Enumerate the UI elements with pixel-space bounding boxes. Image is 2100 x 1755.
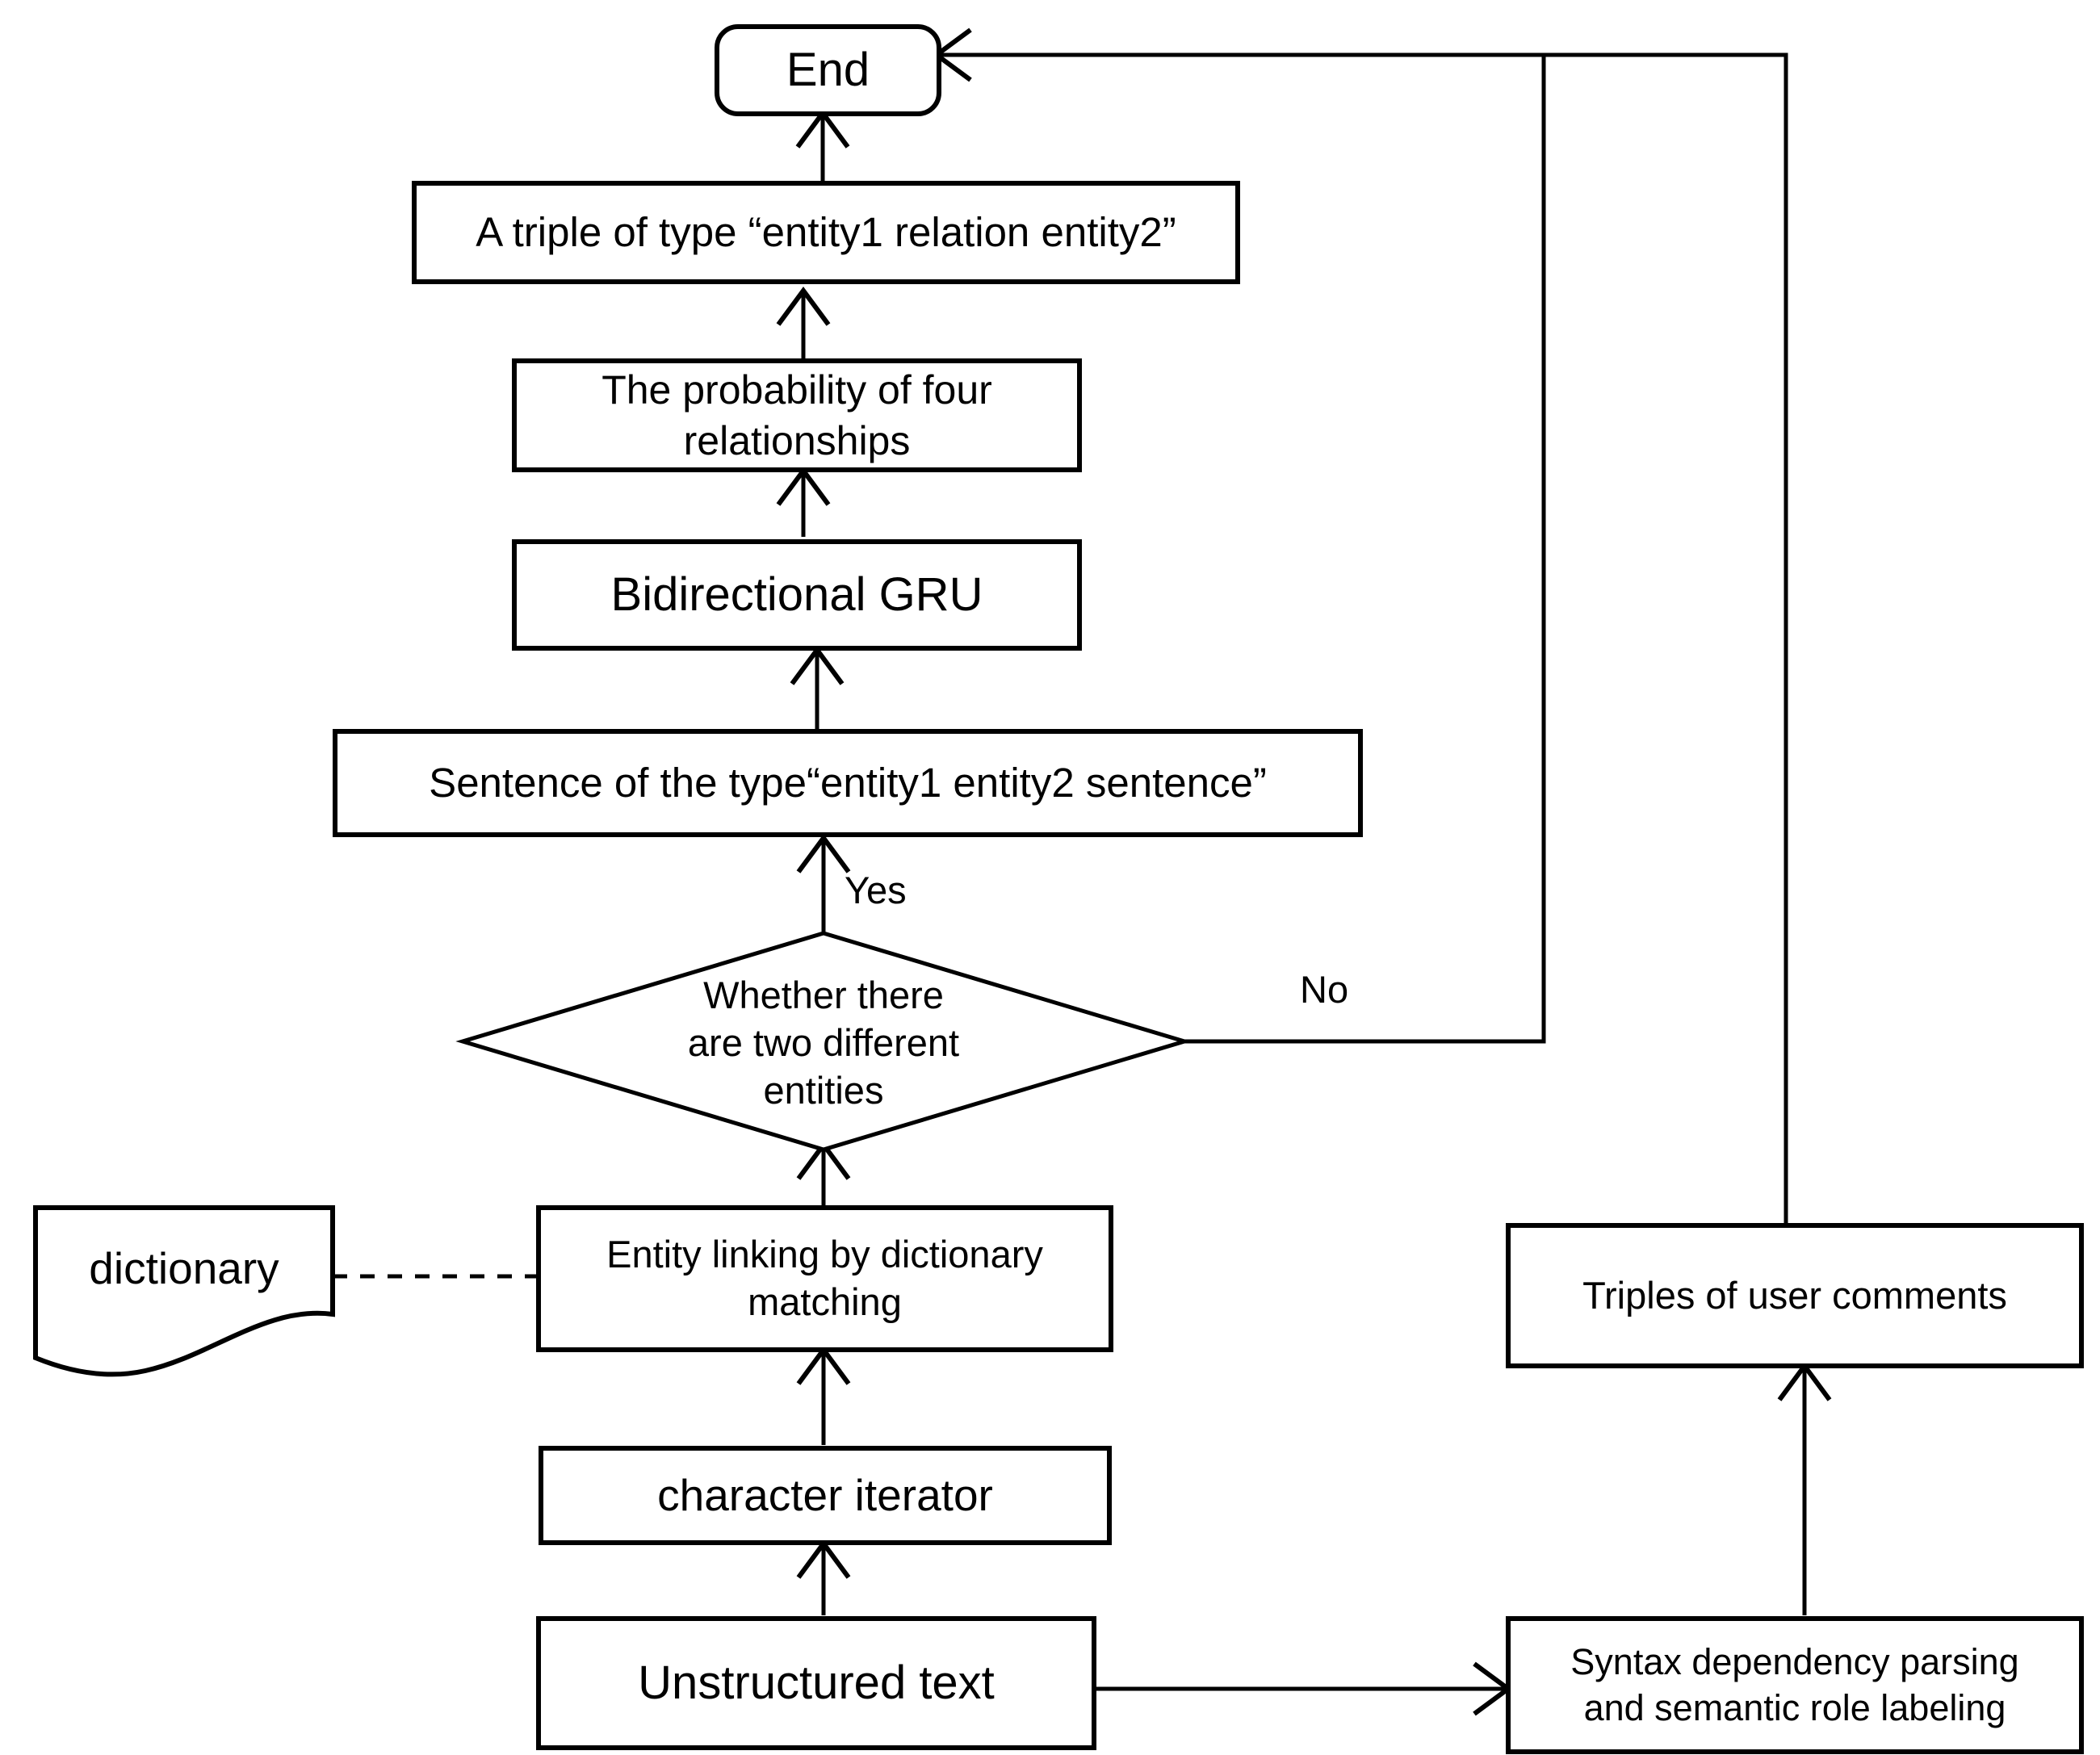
edge-label-yes: Yes	[845, 869, 907, 911]
edge-triple-to-end	[795, 108, 850, 182]
node-unstructured-text-shape[interactable]	[536, 1616, 1096, 1750]
edge-triples-to-end	[937, 52, 1788, 1223]
edge-gru-to-probability	[776, 466, 831, 537]
edge-unstructured-text-to-character-iterator	[796, 1539, 851, 1615]
node-gru-shape[interactable]	[512, 539, 1082, 651]
edge-entity-linking-to-decision	[796, 1140, 851, 1205]
node-entity-linking-shape[interactable]	[536, 1205, 1113, 1352]
edge-label-no: No	[1300, 968, 1349, 1011]
edge-character-iterator-to-entity-linking	[796, 1345, 851, 1445]
edge-sentence-to-gru	[790, 645, 845, 729]
edge-syntax-parsing-to-triples	[1777, 1361, 1832, 1615]
node-sentence-shape[interactable]	[333, 729, 1363, 837]
node-dictionary-shape[interactable]	[33, 1205, 335, 1377]
node-triple-shape[interactable]	[412, 181, 1240, 284]
edge-decision-yes-to-sentence	[796, 833, 851, 932]
edge-unstructured-text-to-syntax-parsing	[1094, 1661, 1513, 1716]
node-syntax-parsing-shape[interactable]	[1506, 1616, 2084, 1754]
edge-probability-to-triple	[776, 286, 831, 359]
node-probability-shape[interactable]	[512, 358, 1082, 472]
node-triples-shape[interactable]	[1506, 1223, 2084, 1368]
node-decision-shape[interactable]	[455, 931, 1192, 1152]
node-character-iterator-shape[interactable]	[539, 1446, 1112, 1545]
node-end-shape[interactable]	[715, 24, 941, 116]
